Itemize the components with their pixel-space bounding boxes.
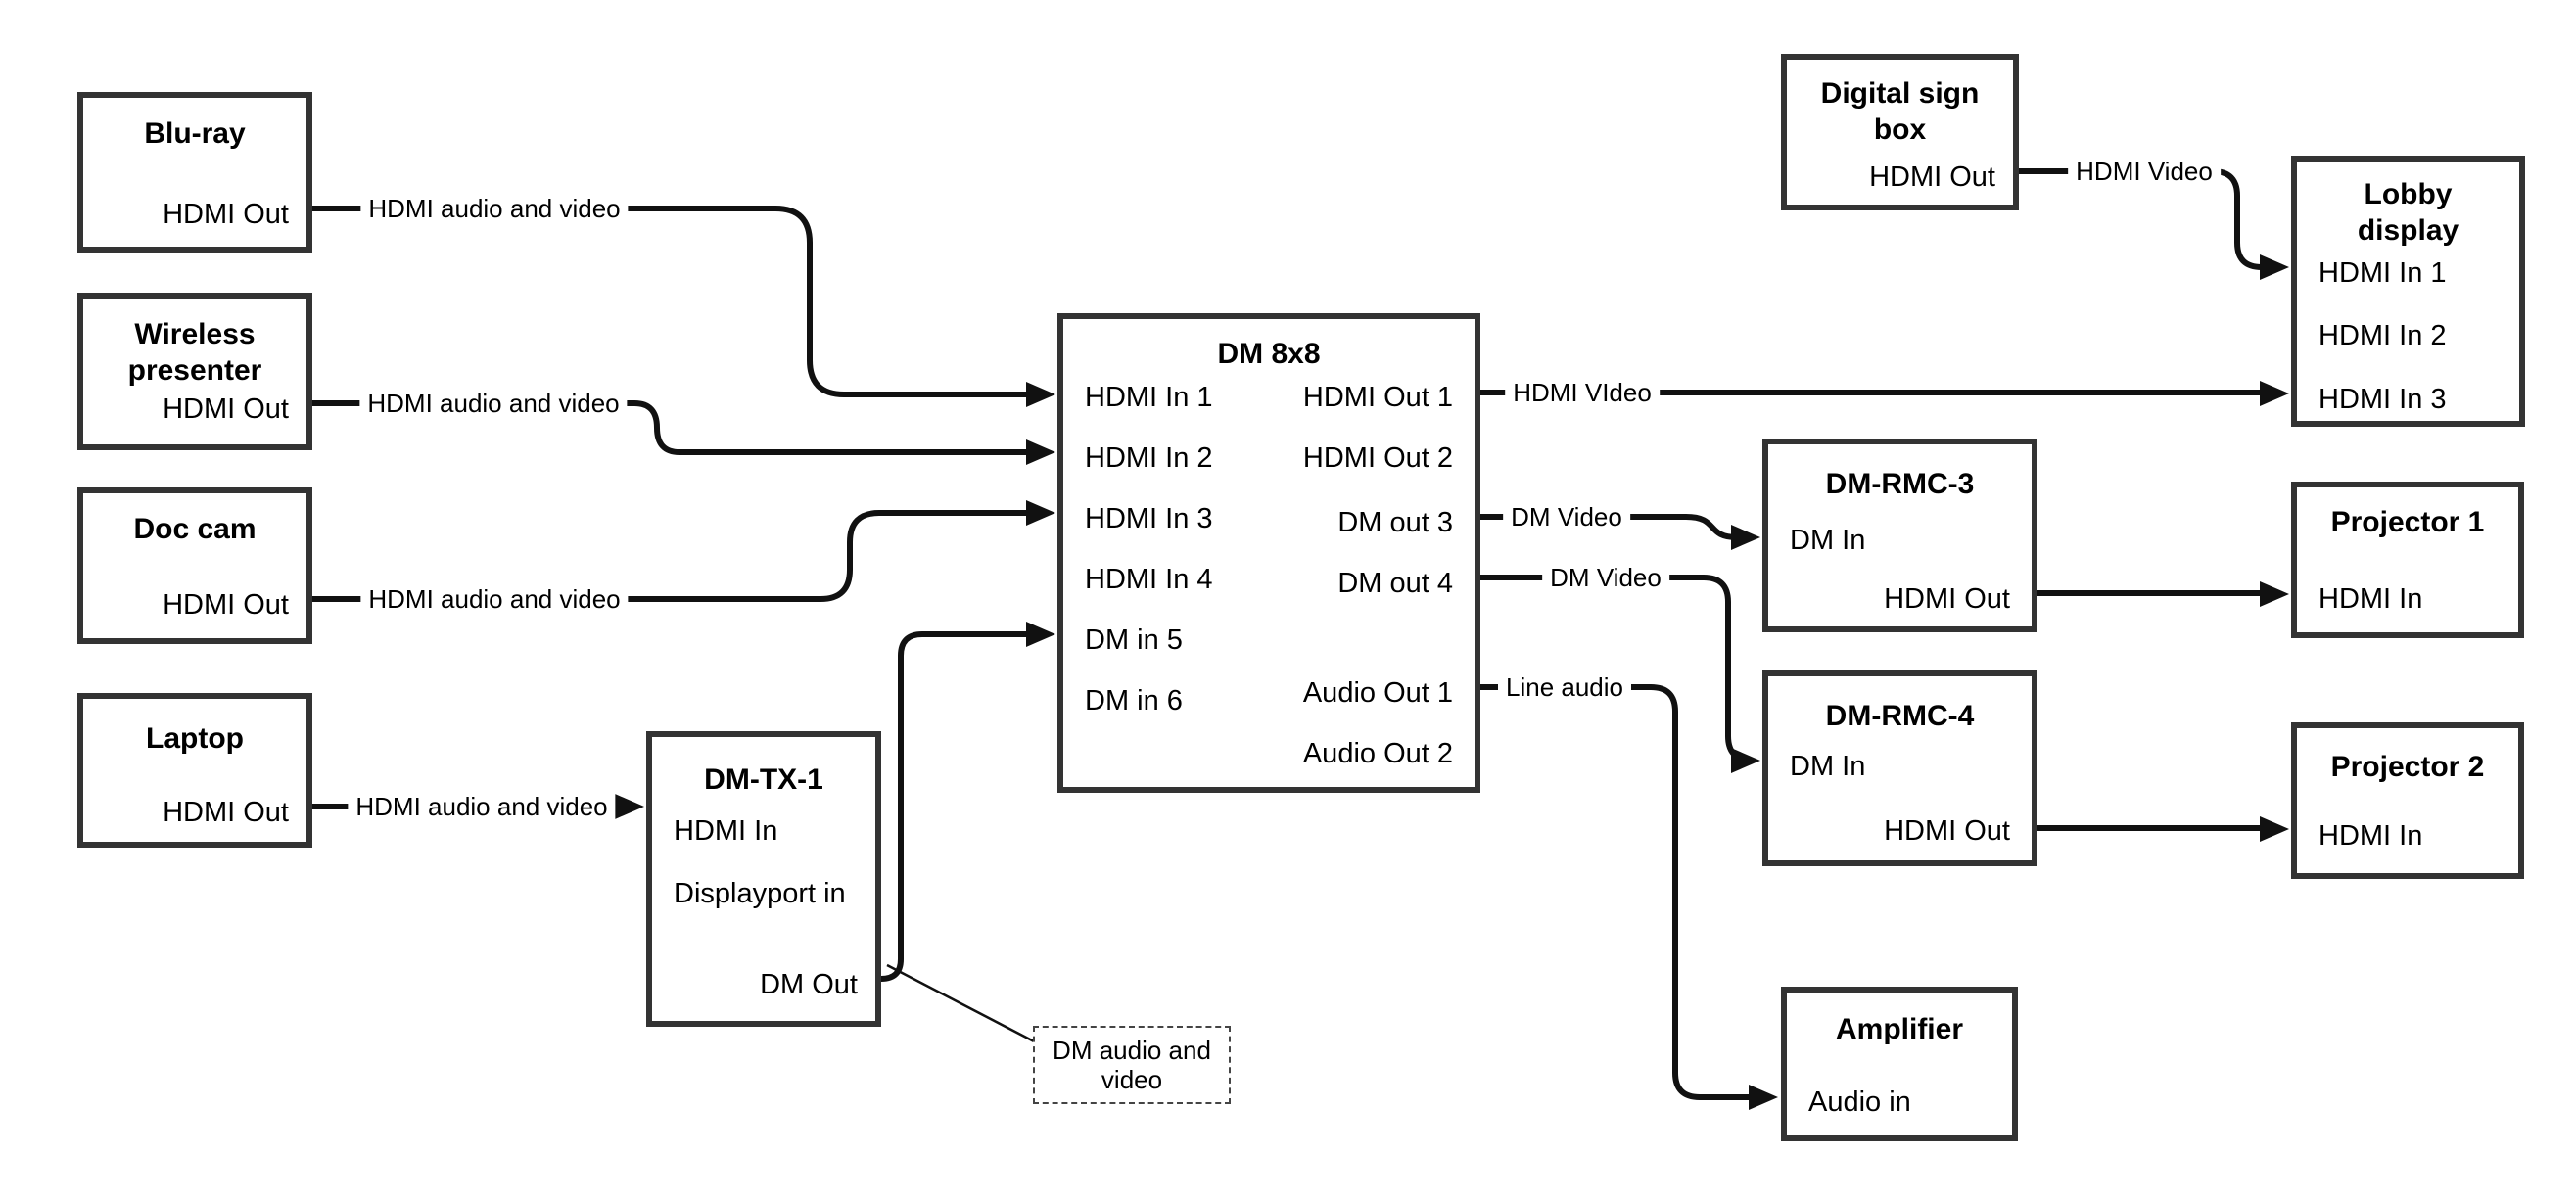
node-title: DM-TX-1: [704, 763, 823, 796]
port-dm8x8-hdmi-in-2: HDMI In 2: [1085, 442, 1213, 474]
node-dm-tx-1: DM-TX-1 HDMI In Displayport in DM Out: [646, 731, 881, 1027]
port-dm8x8-hdmi-out-2: HDMI Out 2: [1302, 442, 1453, 474]
arrowhead-proj2-hdmi-in: [2260, 816, 2289, 842]
node-title: Wireless presenter: [127, 318, 262, 387]
node-dm-rmc-3: DM-RMC-3 DM In HDMI Out: [1762, 439, 2037, 632]
port-doccam-hdmi-out: HDMI Out: [163, 589, 289, 621]
port-dm8x8-dm-out-4: DM out 4: [1337, 568, 1453, 599]
node-dm-8x8: DM 8x8 HDMI In 1 HDMI In 2 HDMI In 3 HDM…: [1057, 313, 1480, 793]
arrowhead-dmtx1-hdmi-in: [615, 794, 644, 819]
node-dm-rmc-4: DM-RMC-4 DM In HDMI Out: [1762, 670, 2037, 866]
node-title: Projector 1: [2330, 506, 2485, 538]
wire-label-laptop: HDMI audio and video: [348, 792, 616, 821]
node-laptop: Laptop HDMI Out: [77, 693, 312, 848]
wire-label-dm-video-4: DM Video: [1542, 563, 1669, 592]
wire-dmtx1-to-dm8x8-in5: [880, 631, 1029, 982]
port-dm8x8-audio-out-1: Audio Out 1: [1302, 677, 1453, 709]
arrowhead-lobby-in3: [2260, 381, 2289, 406]
port-proj2-hdmi-in: HDMI In: [2318, 820, 2423, 852]
node-bluray: Blu-ray HDMI Out: [77, 92, 312, 253]
node-wireless-presenter: Wireless presenter HDMI Out: [77, 293, 312, 450]
wire-wireless-to-dm8x8-in2: [312, 400, 1029, 455]
node-title: DM 8x8: [1217, 338, 1321, 370]
port-lobby-hdmi-in-3: HDMI In 3: [2318, 384, 2447, 415]
arrowhead-proj1-hdmi-in: [2260, 581, 2289, 607]
node-title: Projector 2: [2330, 751, 2485, 783]
port-dmrmc3-dm-in: DM In: [1790, 525, 1866, 556]
port-dm8x8-hdmi-out-1: HDMI Out 1: [1302, 382, 1453, 413]
node-projector-2: Projector 2 HDMI In: [2291, 722, 2524, 879]
port-dm8x8-hdmi-in-3: HDMI In 3: [1085, 503, 1213, 534]
node-title: Amplifier: [1835, 1013, 1964, 1045]
node-title: DM-RMC-4: [1825, 700, 1975, 732]
node-title: Lobby display: [2357, 178, 2459, 247]
port-proj1-hdmi-in: HDMI In: [2318, 583, 2423, 615]
port-dmrmc4-dm-in: DM In: [1790, 751, 1866, 782]
port-dmrmc3-hdmi-out: HDMI Out: [1884, 583, 2010, 615]
port-lobby-hdmi-in-2: HDMI In 2: [2318, 320, 2447, 351]
node-amplifier: Amplifier Audio in: [1781, 987, 2018, 1141]
wire-dm8x8-ao1-to-amplifier: [1480, 684, 1755, 1100]
node-title: Blu-ray: [144, 117, 246, 150]
wire-label-hdmi-video-long: HDMI VIdeo: [1505, 378, 1660, 407]
wire-dm8x8-out4-to-dmrmc4: [1480, 575, 1754, 763]
wire-label-hdmi-video-digsign: HDMI Video: [2068, 157, 2221, 186]
wire-dm8x8-out3-to-dmrmc3: [1480, 514, 1738, 540]
node-projector-1: Projector 1 HDMI In: [2291, 482, 2524, 638]
arrowhead-dm8x8-in5: [1026, 622, 1055, 647]
arrowhead-dm8x8-in2: [1026, 439, 1055, 465]
port-dm8x8-dm-in-6: DM in 6: [1085, 685, 1183, 716]
node-digital-sign-box: Digital sign box HDMI Out: [1781, 54, 2019, 210]
wire-label-dm-video-3: DM Video: [1503, 502, 1630, 531]
arrowhead-amplifier-audio-in: [1749, 1085, 1778, 1110]
wire-label-wireless: HDMI audio and video: [359, 389, 628, 418]
port-lobby-hdmi-in-1: HDMI In 1: [2318, 257, 2447, 289]
arrowhead-dm8x8-in1: [1026, 382, 1055, 407]
port-dm8x8-audio-out-2: Audio Out 2: [1302, 738, 1453, 769]
port-dm8x8-hdmi-in-1: HDMI In 1: [1085, 382, 1213, 413]
node-title: DM-RMC-3: [1825, 468, 1975, 500]
port-dmtx1-displayport-in: Displayport in: [674, 878, 846, 909]
wire-digsign-to-lobby-in1: [2019, 168, 2264, 270]
node-doc-cam: Doc cam HDMI Out: [77, 487, 312, 644]
wire-doccam-to-dm8x8-in3: [312, 510, 1029, 602]
note-leader-line: [886, 963, 1035, 1043]
annotation-dm-audio-video: DM audio and video: [1033, 1026, 1231, 1104]
port-dm8x8-dm-out-3: DM out 3: [1337, 507, 1453, 538]
arrowhead-dm8x8-in3: [1026, 500, 1055, 526]
arrowhead-dmrmc4-dm-in: [1731, 748, 1760, 773]
annotation-text: DM audio and video: [1053, 1036, 1211, 1094]
wire-label-doccam: HDMI audio and video: [360, 584, 629, 614]
node-title: Digital sign box: [1820, 77, 1980, 146]
node-lobby-display: Lobby display HDMI In 1 HDMI In 2 HDMI I…: [2291, 156, 2525, 427]
port-bluray-hdmi-out: HDMI Out: [163, 199, 289, 230]
arrowhead-dmrmc3-dm-in: [1731, 525, 1760, 550]
port-dm8x8-hdmi-in-4: HDMI In 4: [1085, 564, 1213, 595]
wire-label-line-audio: Line audio: [1498, 672, 1631, 702]
wire-bluray-to-dm8x8-in1: [312, 206, 1029, 397]
port-dmtx1-hdmi-in: HDMI In: [674, 815, 778, 847]
node-title: Laptop: [146, 722, 244, 755]
arrowhead-lobby-in1: [2260, 254, 2289, 280]
port-digsign-hdmi-out: HDMI Out: [1869, 162, 1995, 193]
port-dm8x8-dm-in-5: DM in 5: [1085, 624, 1183, 656]
wire-label-bluray: HDMI audio and video: [360, 194, 629, 223]
port-dmrmc4-hdmi-out: HDMI Out: [1884, 815, 2010, 847]
port-dmtx1-dm-out: DM Out: [760, 969, 858, 1000]
port-amp-audio-in: Audio in: [1808, 1086, 1911, 1118]
port-laptop-hdmi-out: HDMI Out: [163, 797, 289, 828]
port-wireless-hdmi-out: HDMI Out: [163, 393, 289, 425]
node-title: Doc cam: [133, 513, 257, 545]
